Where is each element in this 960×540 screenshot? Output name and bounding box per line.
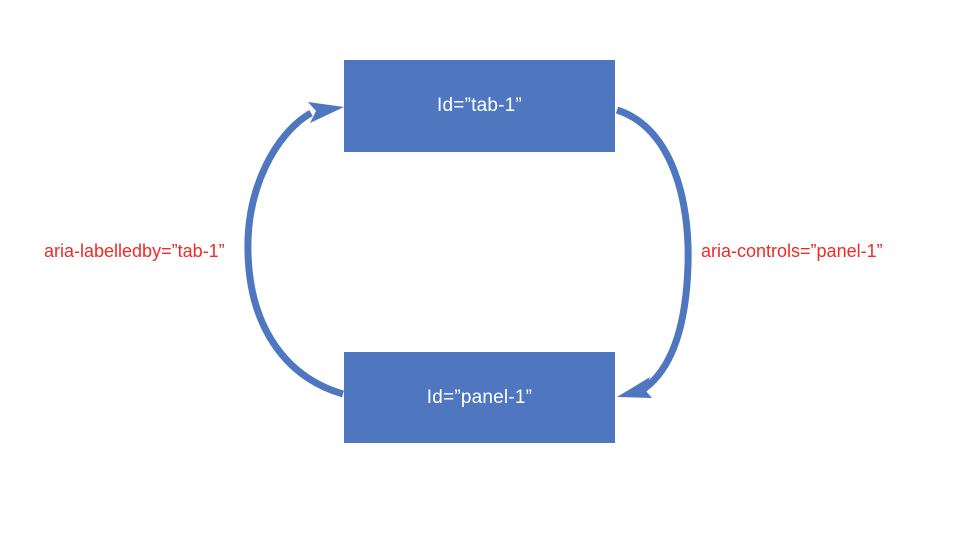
- edge-label-aria-controls: aria-controls=”panel-1”: [701, 241, 883, 261]
- edge-aria-controls-arrowhead: [617, 377, 652, 398]
- edge-aria-labelledby-arrowhead: [308, 102, 344, 123]
- edge-aria-controls-curve: [615, 106, 692, 394]
- edge-aria-labelledby: [244, 102, 344, 398]
- node-tab-1: Id=”tab-1”: [344, 60, 615, 152]
- edge-aria-labelledby-curve: [244, 109, 344, 398]
- edge-aria-controls: [615, 106, 692, 398]
- node-tab-1-label: Id=”tab-1”: [437, 95, 522, 116]
- node-panel-1: Id=”panel-1”: [344, 352, 615, 443]
- node-panel-1-label: Id=”panel-1”: [426, 386, 533, 408]
- edge-label-aria-labelledby: aria-labelledby=”tab-1”: [44, 241, 225, 261]
